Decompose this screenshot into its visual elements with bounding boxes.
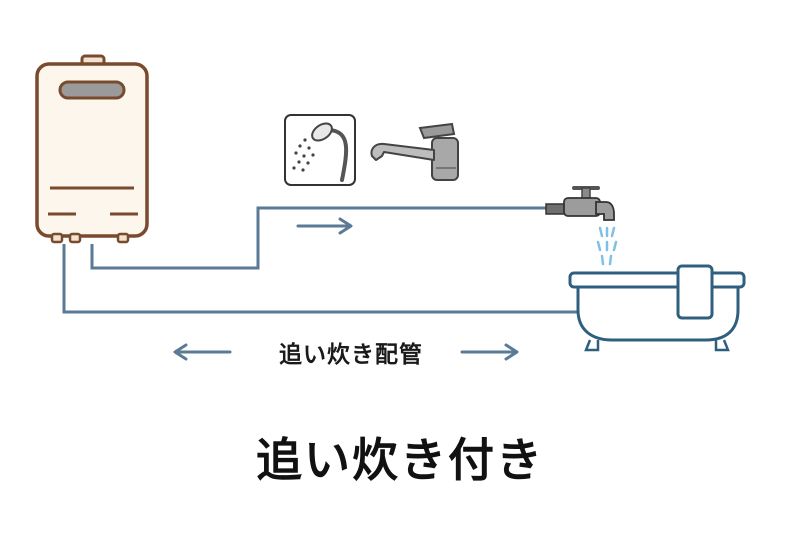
pipes (62, 206, 578, 314)
water-heater-icon (35, 54, 149, 244)
flow-arrow-icon (296, 217, 353, 235)
pipe-label: 追い炊き配管 (279, 342, 423, 368)
arrow-left-icon (173, 343, 232, 361)
shower-head-icon (284, 114, 356, 186)
reheat-pipe (62, 244, 578, 314)
bathtub-icon (568, 264, 746, 352)
diagram-caption: 追い炊き付き (256, 433, 544, 487)
bath-tap-icon (545, 186, 618, 266)
hot-water-pipe (90, 206, 550, 270)
kitchen-faucet-icon (370, 122, 459, 181)
arrow-right-icon (460, 343, 519, 361)
